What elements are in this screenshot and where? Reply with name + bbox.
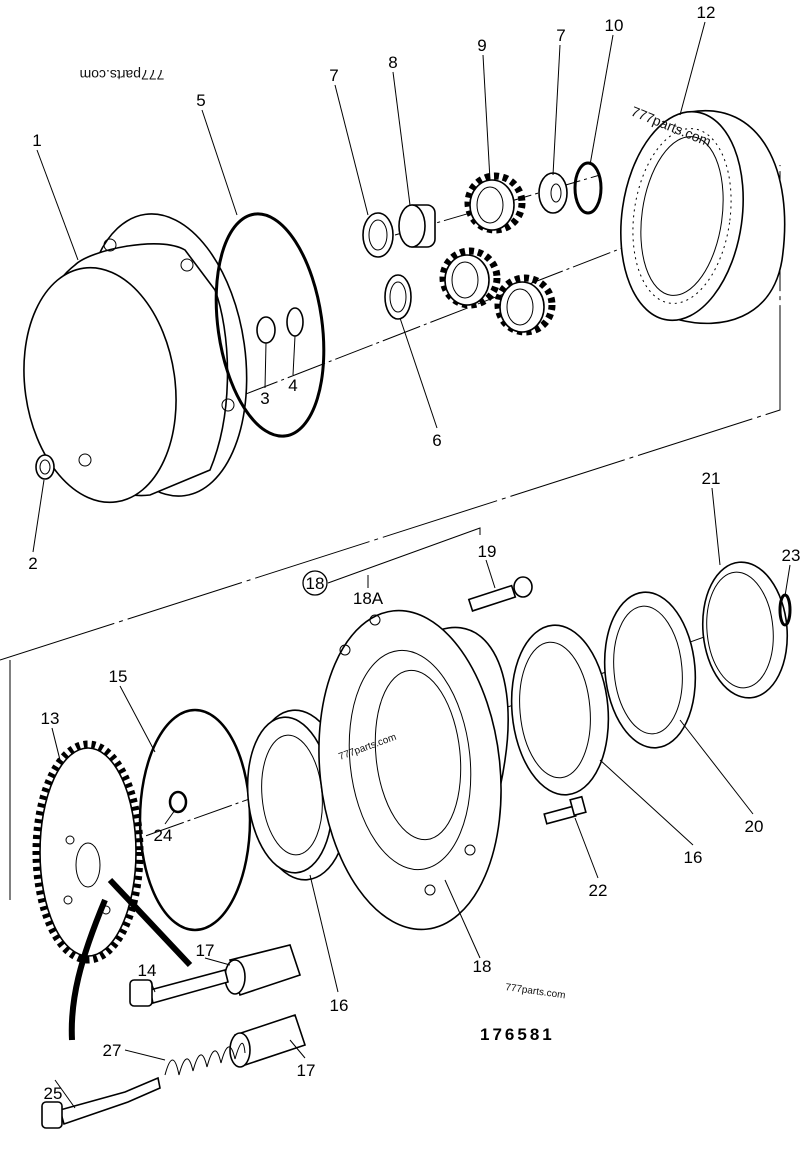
callout-16b: 16 [684,848,703,867]
callout-14: 14 [138,961,157,980]
callout-13: 13 [41,709,60,728]
callout-27: 27 [103,1041,122,1060]
callout-25: 25 [44,1084,63,1103]
callout-2: 2 [28,554,37,573]
part-sprocket [32,740,193,1041]
part-hub [318,609,509,931]
part-circlip-ring [573,161,603,215]
part-seal [603,591,697,749]
callout-7b: 7 [556,26,565,45]
part-plug [35,454,55,480]
part-ring-gear [620,109,786,325]
callout-17: 17 [196,941,215,960]
callout-7: 7 [329,66,338,85]
callout-1: 1 [32,131,41,150]
callout-3: 3 [260,389,269,408]
callout-12: 12 [697,3,716,22]
part-bushing-upper [224,944,302,997]
leader-lines [32,21,791,1109]
callout-21: 21 [702,469,721,488]
callout-23: 23 [782,546,800,565]
part-tab-washer-left [362,212,394,258]
callout-5: 5 [196,91,205,110]
callout-16: 16 [330,996,349,1015]
callout-4: 4 [288,376,297,395]
drawing-number: 176581 [480,1025,555,1044]
part-spring [164,1043,246,1076]
part-bolt [543,795,587,825]
part-long-bolt [41,1076,161,1129]
callout-9: 9 [477,36,486,55]
part-bushing-lower [229,1013,307,1068]
watermark: 777parts.com [505,982,567,1001]
callout-10: 10 [605,16,624,35]
callout-24: 24 [154,826,173,845]
callout-6: 6 [432,431,441,450]
part-thrust-washer [384,274,412,320]
part-o-ring [214,212,326,438]
part-planet-gears [439,172,556,336]
part-tab-washer-right [538,172,568,214]
watermark: 777parts.com [80,67,165,83]
callout-19: 19 [478,542,497,561]
part-dust-cap [701,561,789,699]
callout-15: 15 [109,667,128,686]
callout-18: 18 [473,957,492,976]
part-snap-ring [138,708,252,932]
callout-8: 8 [388,53,397,72]
part-stud [467,576,533,612]
part-small-o-ring [168,790,188,814]
callout-labels: 1 5 7 8 9 7 10 12 3 4 6 2 21 23 19 18 18… [28,3,800,1103]
part-washer [256,316,276,344]
part-circlip [286,307,304,337]
callout-20: 20 [745,817,764,836]
callout-22: 22 [589,881,608,900]
part-sun-gear [398,204,436,248]
part-tensioner-bolt [129,969,229,1007]
callout-18a: 18A [353,589,384,608]
callout-circle [302,570,328,596]
part-seal-right [510,624,610,796]
part-housing [23,213,248,504]
callout-18-circled: 18 [306,574,325,593]
callout-17b: 17 [297,1061,316,1080]
